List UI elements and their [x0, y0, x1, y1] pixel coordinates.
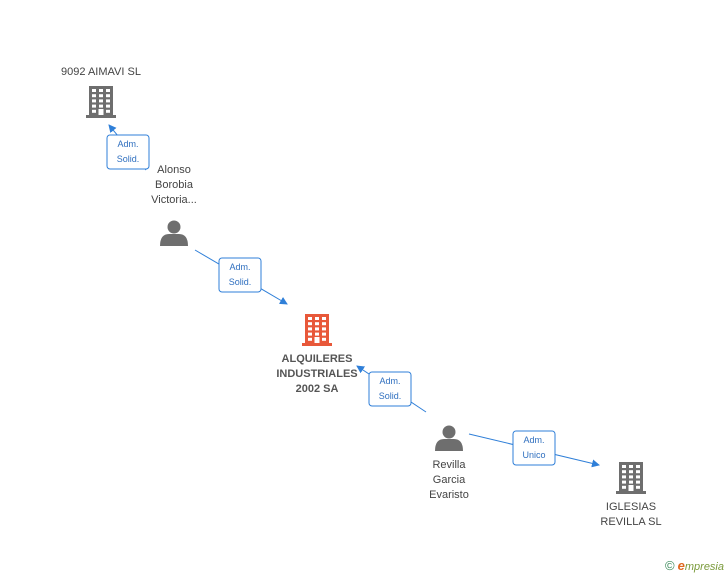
- edges-layer: Adm. Solid. Adm. Solid. Adm. Solid. Adm. Unico: [106, 124, 600, 468]
- edge-label-box[interactable]: [512, 430, 556, 466]
- edge-label-text: Unico: [522, 450, 545, 460]
- node-label: 9092 AIMAVI SL: [61, 66, 141, 78]
- edge-label-text: Adm.: [229, 262, 250, 272]
- node-label: Garcia: [433, 474, 466, 486]
- brand-watermark: ©empresia: [665, 558, 724, 573]
- edge-label-text: Adm.: [379, 376, 400, 386]
- node-label: REVILLA SL: [600, 516, 661, 528]
- node-alonso[interactable]: AlonsoBorobiaVictoria...: [151, 164, 197, 246]
- node-label: Evaristo: [429, 489, 469, 501]
- edge-alonso-aimavi: Adm. Solid.: [106, 124, 150, 171]
- edge-label-text: Solid.: [379, 391, 402, 401]
- copyright-icon: ©: [665, 558, 675, 573]
- brand-name: mpresia: [684, 561, 724, 573]
- edge-label-text: Adm.: [117, 139, 138, 149]
- building-icon[interactable]: [86, 86, 116, 118]
- edge-label-box[interactable]: [106, 134, 150, 170]
- edge-label-text: Solid.: [117, 154, 140, 164]
- node-iglesias[interactable]: IGLESIAS REVILLA SL: [600, 462, 662, 528]
- building-icon[interactable]: [302, 314, 332, 346]
- node-label: Victoria...: [151, 194, 197, 206]
- edge-label-box[interactable]: [218, 257, 262, 293]
- person-icon[interactable]: [435, 425, 463, 452]
- node-aimavi[interactable]: 9092 AIMAVI SL: [61, 66, 141, 118]
- node-label: IGLESIAS: [606, 501, 656, 513]
- node-alquileres[interactable]: ALQUILERES INDUSTRIALES 2002 SA: [276, 314, 358, 395]
- brand-initial: e: [677, 558, 685, 573]
- edge-label-box[interactable]: [368, 371, 412, 407]
- building-icon[interactable]: [616, 462, 646, 494]
- node-label: Revilla: [432, 459, 466, 471]
- edge-alonso-alquileres: Adm. Solid.: [194, 249, 288, 305]
- edge-label-text: Solid.: [229, 277, 252, 287]
- node-label: INDUSTRIALES: [276, 368, 357, 380]
- node-label: Alonso: [157, 164, 191, 176]
- edge-label-text: Adm.: [523, 435, 544, 445]
- node-label: ALQUILERES: [282, 353, 353, 365]
- edge-revilla-iglesias: Adm. Unico: [468, 430, 600, 468]
- edge-revilla-alquileres: Adm. Solid.: [356, 365, 427, 413]
- person-icon[interactable]: [160, 220, 188, 247]
- node-label: Borobia: [155, 179, 194, 191]
- node-label: 2002 SA: [296, 383, 339, 395]
